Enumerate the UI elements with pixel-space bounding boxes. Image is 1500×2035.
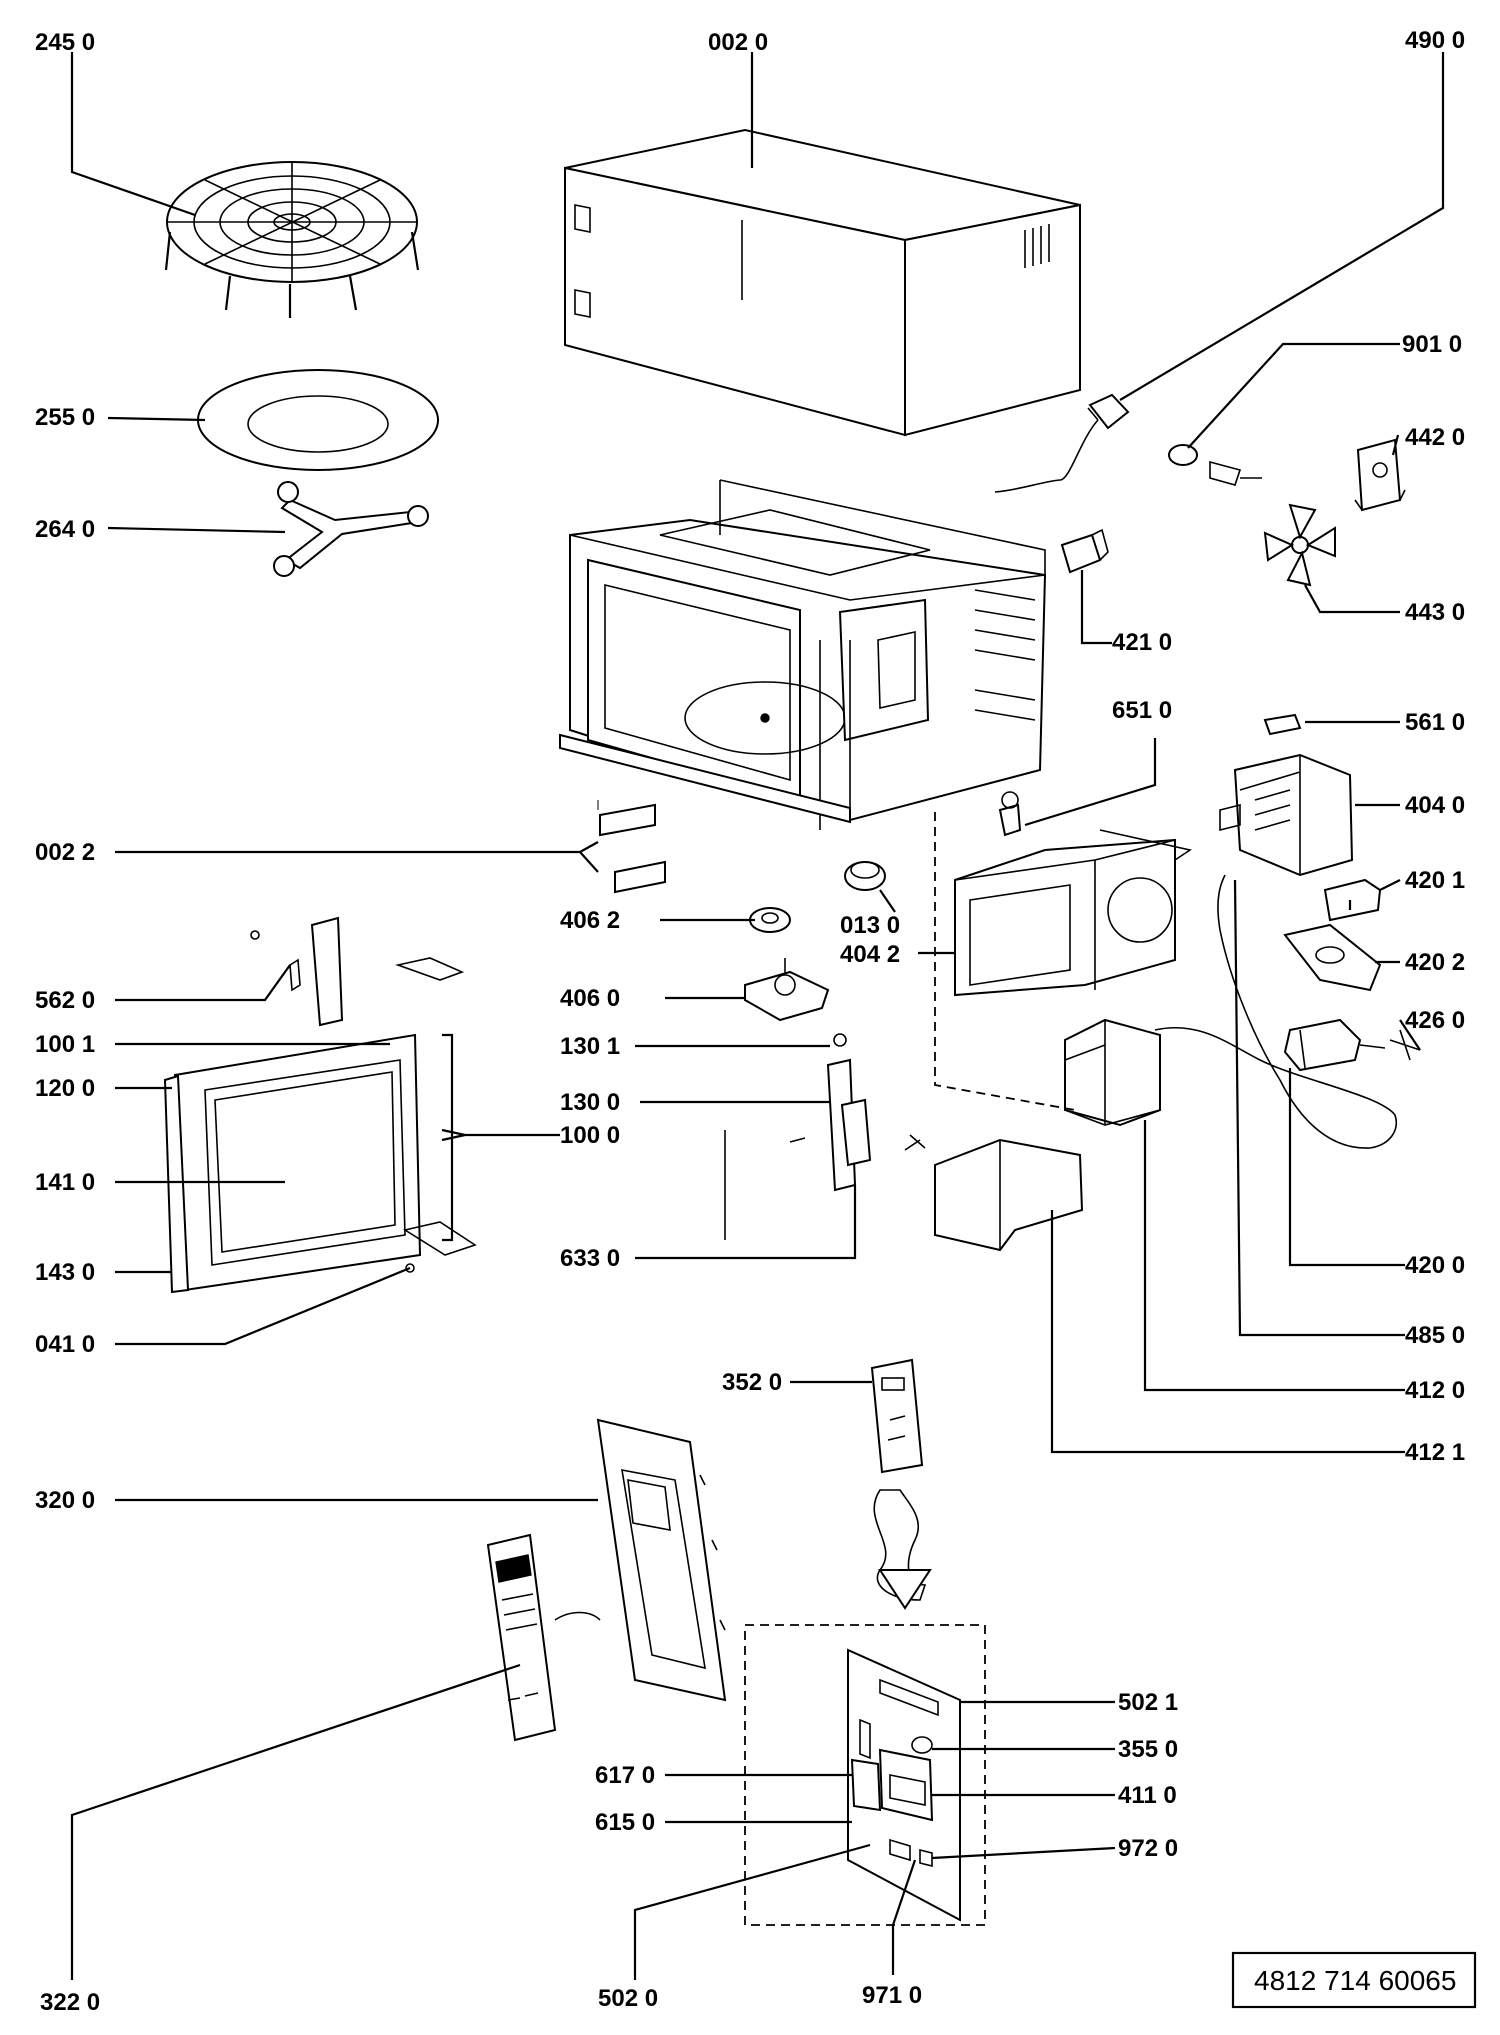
document-number-box: 4812 714 60065 <box>1231 1951 1477 2009</box>
hv-transformer <box>1064 1018 1161 1127</box>
label-352-0: 352 0 <box>722 1369 782 1396</box>
panel-membrane <box>486 1533 601 1742</box>
magnetron-bracket <box>1263 713 1302 736</box>
door-switch-assembly <box>724 1033 926 1240</box>
label-442-0: 442 0 <box>1405 424 1465 451</box>
label-420-2: 420 2 <box>1405 949 1465 976</box>
label-502-1: 502 1 <box>1118 1689 1178 1716</box>
label-406-0: 406 0 <box>560 985 620 1012</box>
fan-motor <box>1060 528 1109 574</box>
control-panel <box>596 1418 727 1702</box>
label-245-0: 245 0 <box>35 29 95 56</box>
label-420-1: 420 1 <box>1405 867 1465 894</box>
label-421-0: 421 0 <box>1112 629 1172 656</box>
magnetron <box>1219 753 1354 877</box>
label-322-0: 322 0 <box>40 1989 100 2016</box>
label-355-0: 355 0 <box>1118 1736 1178 1763</box>
document-number: 4812 714 60065 <box>1254 1965 1456 1996</box>
label-041-0: 041 0 <box>35 1331 95 1358</box>
capacitor-bracket-upper <box>1323 878 1382 922</box>
main-pcb <box>847 1648 961 1922</box>
label-404-0: 404 0 <box>1405 792 1465 819</box>
door-assembly <box>163 1033 477 1294</box>
label-120-0: 120 0 <box>35 1075 95 1102</box>
outer-cabinet <box>564 128 1081 437</box>
label-615-0: 615 0 <box>595 1809 655 1836</box>
label-141-0: 141 0 <box>35 1169 95 1196</box>
label-411-0: 411 0 <box>1118 1782 1177 1809</box>
label-143-0: 143 0 <box>35 1259 95 1286</box>
oven-cavity-chassis <box>559 479 1047 830</box>
turntable-motor <box>744 958 830 1022</box>
label-412-0: 412 0 <box>1405 1377 1465 1404</box>
hv-capacitor <box>1283 1018 1386 1072</box>
hv-wire <box>1154 874 1397 1149</box>
label-130-0: 130 0 <box>560 1089 620 1116</box>
label-100-1: 100 1 <box>35 1031 95 1058</box>
drive-roller <box>844 861 886 891</box>
label-002-2: 002 2 <box>35 839 95 866</box>
label-502-0: 502 0 <box>598 1985 658 2012</box>
leader-lines <box>70 52 1445 1980</box>
label-255-0: 255 0 <box>35 404 95 431</box>
glass-turntable <box>197 369 439 471</box>
roller-support <box>273 481 429 577</box>
label-320-0: 320 0 <box>35 1487 95 1514</box>
door-latch <box>250 916 465 1027</box>
label-490-0: 490 0 <box>1405 27 1465 54</box>
cooling-fan-blade <box>1263 503 1336 587</box>
grill-rack <box>164 161 420 318</box>
assembly-arrow <box>873 1489 932 1610</box>
oven-lamp <box>998 791 1022 837</box>
label-651-0: 651 0 <box>1112 697 1172 724</box>
fan-housing <box>954 829 1193 997</box>
label-562-0: 562 0 <box>35 987 95 1014</box>
label-971-0: 971 0 <box>862 1982 922 2009</box>
label-617-0: 617 0 <box>595 1762 655 1789</box>
hv-diode <box>1389 1029 1421 1061</box>
mounting-strips <box>597 800 666 894</box>
fuse-holder <box>1168 444 1262 486</box>
label-420-0: 420 0 <box>1405 1252 1465 1279</box>
part-labels: 245 0 002 0 490 0 901 0 442 0 255 0 264 … <box>35 27 1465 2016</box>
label-013-0: 013 0 <box>840 912 900 939</box>
label-412-1: 412 1 <box>1405 1439 1465 1466</box>
label-426-0: 426 0 <box>1405 1007 1465 1034</box>
thermal-switch <box>1354 438 1406 512</box>
label-901-0: 901 0 <box>1402 331 1462 358</box>
turntable-coupler <box>749 907 791 933</box>
label-633-0: 633 0 <box>560 1245 620 1272</box>
capacitor-bracket-lower <box>1283 923 1382 992</box>
transformer-cover <box>934 1138 1084 1252</box>
display-board <box>870 1358 924 1474</box>
mains-cord <box>994 393 1130 493</box>
label-485-0: 485 0 <box>1405 1322 1465 1349</box>
label-406-2: 406 2 <box>560 907 620 934</box>
label-443-0: 443 0 <box>1405 599 1465 626</box>
label-002-0: 002 0 <box>708 29 768 56</box>
label-130-1: 130 1 <box>560 1033 620 1060</box>
label-404-2: 404 2 <box>840 941 900 968</box>
label-972-0: 972 0 <box>1118 1835 1178 1862</box>
label-561-0: 561 0 <box>1405 709 1465 736</box>
label-264-0: 264 0 <box>35 516 95 543</box>
label-100-0: 100 0 <box>560 1122 620 1149</box>
